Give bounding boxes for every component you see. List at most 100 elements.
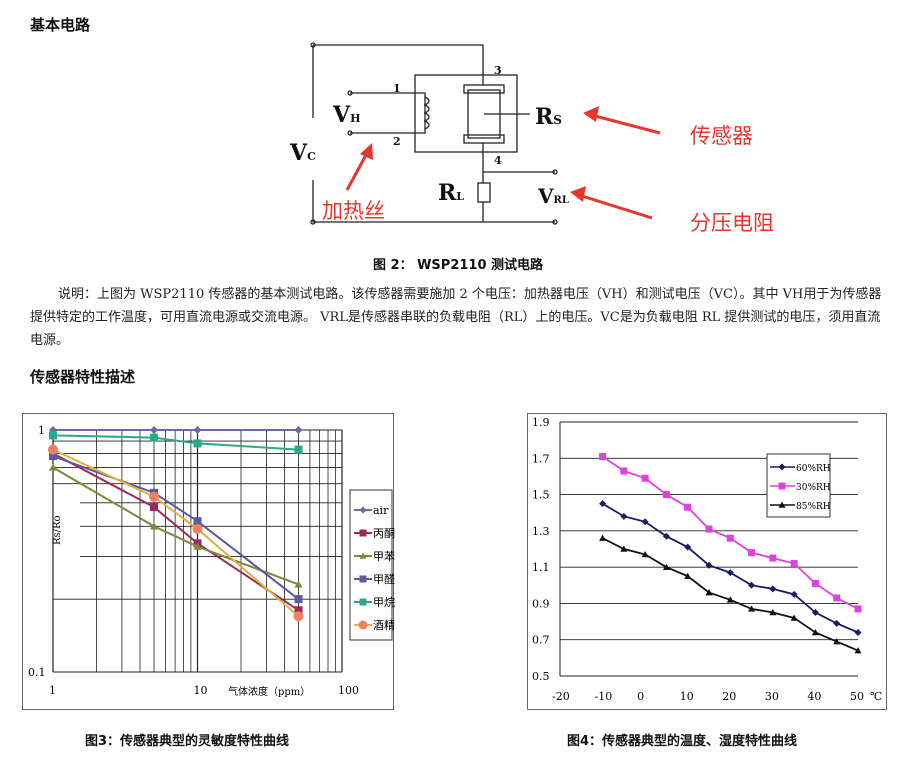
data-point: [748, 549, 756, 557]
x-tick-label: 30: [765, 690, 779, 703]
data-point: [599, 452, 607, 460]
data-point: [748, 605, 756, 612]
series-85%RH: [599, 534, 862, 654]
data-point: [359, 529, 367, 537]
rs-label: RS: [535, 104, 562, 130]
series-line: [52, 434, 299, 451]
data-point: [778, 463, 786, 471]
data-point: [726, 534, 734, 542]
data-point: [769, 585, 777, 593]
x-tick-label: 10: [680, 690, 694, 703]
x-tick-label: 40: [807, 690, 821, 703]
legend-label: 酒精: [373, 619, 395, 632]
y-tick-label: 1.1: [532, 561, 550, 574]
data-point: [790, 614, 798, 621]
vrl-label: VRL: [537, 184, 569, 208]
series-甲苯: [49, 463, 303, 588]
x-tick-label: -20: [552, 690, 570, 703]
pin-3-label: 3: [494, 64, 502, 77]
data-point: [662, 532, 670, 540]
data-point: [149, 491, 160, 502]
data-point: [48, 444, 58, 455]
data-point: [854, 605, 862, 613]
data-point: [193, 542, 202, 550]
legend-label: 甲醛: [373, 572, 395, 586]
legend-label: 85%RH: [796, 502, 831, 512]
x-axis-label: 气体浓度（ppm）: [228, 685, 310, 698]
data-point: [662, 491, 670, 499]
data-point: [150, 433, 159, 442]
y-tick-label: 0.9: [532, 597, 550, 610]
arrow-icon: [345, 154, 368, 191]
data-point: [833, 619, 841, 627]
legend-label: 60%RH: [796, 464, 831, 474]
data-point: [854, 628, 862, 636]
series-甲烷: [49, 431, 303, 454]
legend-label: air: [373, 504, 389, 517]
figure-3-caption: 图3：传感器典型的灵敏度特性曲线: [85, 734, 290, 749]
data-point: [641, 518, 649, 526]
data-point: [294, 426, 303, 434]
series-甲醛: [49, 452, 303, 604]
series-line: [52, 455, 300, 600]
vc-label: VC: [289, 140, 316, 166]
data-point: [294, 580, 303, 588]
pin-1-label: 1: [393, 82, 401, 95]
data-point: [726, 596, 734, 603]
data-point: [599, 500, 607, 508]
rl-label: RL: [438, 180, 464, 206]
x-tick-label: 100: [338, 684, 359, 697]
data-point: [150, 522, 159, 530]
data-point: [359, 575, 367, 583]
chart-1-panel: [22, 413, 394, 710]
data-point: [811, 609, 819, 616]
data-point: [726, 569, 734, 577]
data-point: [294, 595, 303, 604]
data-point: [790, 560, 798, 568]
series-line: [52, 448, 300, 617]
x-tick-label: 10: [194, 684, 208, 697]
series-line: [52, 452, 300, 612]
data-point: [833, 638, 841, 645]
y-tick-label: 0.7: [532, 634, 550, 647]
data-point: [49, 431, 57, 440]
data-point: [811, 579, 819, 587]
section-heading-basic-circuit: 基本电路: [30, 16, 91, 34]
series-line: [602, 537, 859, 652]
data-point: [705, 525, 713, 533]
data-point: [359, 598, 367, 606]
arrow-icon: [594, 114, 661, 135]
data-point: [150, 503, 159, 512]
data-point: [705, 561, 713, 569]
data-point: [49, 452, 57, 461]
data-point: [620, 467, 628, 475]
x-tick-label: 0: [637, 690, 644, 703]
description-paragraph: 说明：上图为 WSP2110 传感器的基本测试电路。该传感器需要施加 2 个电压…: [30, 287, 882, 348]
data-point: [662, 563, 670, 570]
red-arrows: [345, 106, 661, 220]
data-point: [705, 589, 713, 596]
x-tick-label: 1: [49, 684, 56, 697]
data-point: [193, 426, 202, 434]
annotation-heater: 加热丝: [322, 199, 385, 223]
annotation-sensor: 传感器: [690, 124, 753, 148]
data-point: [778, 482, 786, 490]
y-tick-label: 1.9: [532, 416, 550, 429]
data-point: [193, 439, 202, 448]
y-tick-label: 1.7: [532, 452, 550, 465]
series-line: [602, 502, 859, 634]
data-point: [620, 545, 628, 552]
series-30%RH: [599, 452, 862, 613]
data-point: [359, 552, 367, 559]
legend-label: 甲烷: [373, 595, 395, 609]
legend-label: 丙酮: [373, 527, 395, 540]
circuit-diagram: VC VH RS RL VRL 1 2 3 4: [289, 42, 661, 225]
data-point: [294, 606, 303, 615]
data-point: [294, 445, 303, 454]
vh-label: VH: [332, 102, 360, 128]
